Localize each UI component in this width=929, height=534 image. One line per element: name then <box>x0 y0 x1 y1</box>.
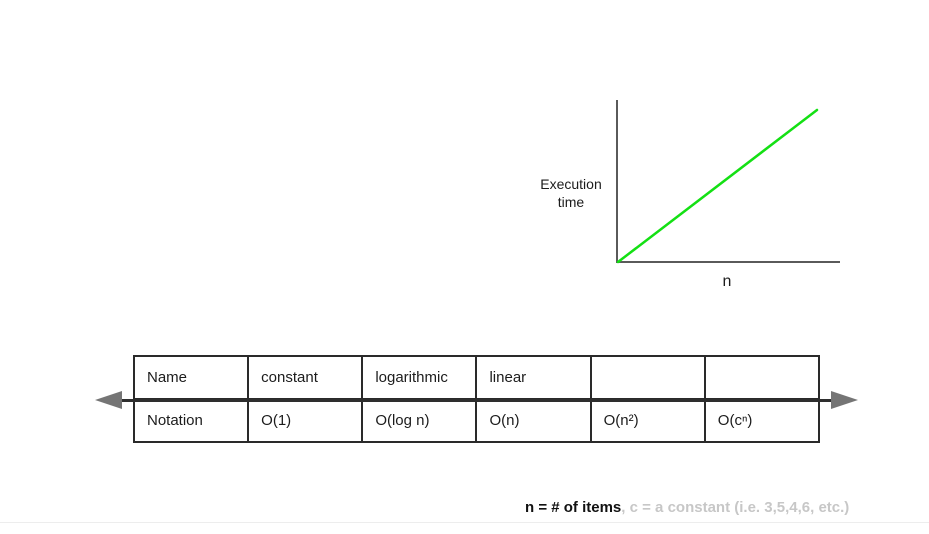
spectrum-arrow-shaft <box>108 399 834 402</box>
cell-empty-1 <box>589 355 706 400</box>
y-axis <box>616 100 618 262</box>
complexity-table: Name constant logarithmic linear Notatio… <box>132 355 821 443</box>
cell-logarithmic: logarithmic <box>361 355 478 400</box>
y-axis-label: Execution time <box>540 176 602 210</box>
cell-o-n-highlighted: O(n) <box>475 398 592 443</box>
cell-constant: constant <box>247 355 364 400</box>
x-axis-label: n <box>722 273 732 290</box>
table-row-notation: Notation O(1) O(log n) O(n) O(n²) O(cⁿ) <box>132 398 821 443</box>
footnote-primary: n = # of items <box>525 499 622 516</box>
slide-bottom-edge <box>0 522 929 523</box>
cell-notation-label: Notation <box>132 398 250 443</box>
linear-growth-line <box>616 108 819 264</box>
cell-empty-2 <box>703 355 821 400</box>
footnote: n = # of items, c = a constant (i.e. 3,5… <box>525 499 849 516</box>
right-arrowhead-icon <box>831 391 858 409</box>
cell-o-n-squared: O(n²) <box>589 398 706 443</box>
x-axis <box>616 261 840 263</box>
cell-o-c-to-n-dimmed: O(cⁿ) <box>703 398 821 443</box>
cell-linear-highlighted: linear <box>475 355 592 400</box>
footnote-secondary: , c = a constant (i.e. 3,5,4,6, etc.) <box>621 499 850 516</box>
table-row-name: Name constant logarithmic linear <box>132 355 821 400</box>
left-arrowhead-icon <box>95 391 122 409</box>
cell-o-1: O(1) <box>247 398 364 443</box>
cell-name-label: Name <box>132 355 250 400</box>
cell-o-log-n: O(log n) <box>361 398 478 443</box>
